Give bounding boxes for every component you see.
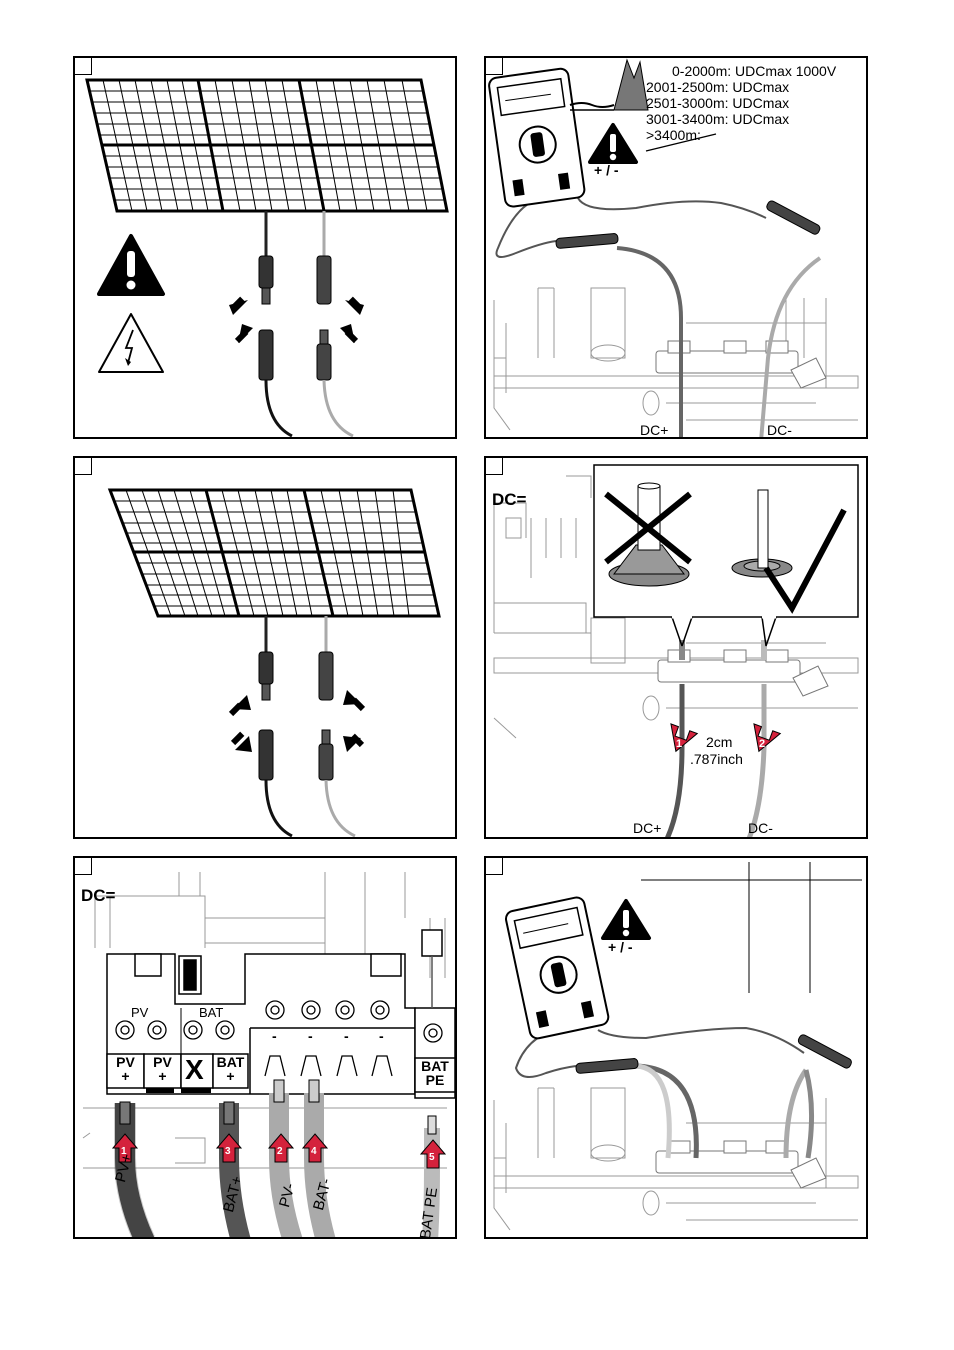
high-voltage-icon xyxy=(98,313,164,373)
mc4-connector-upper-right xyxy=(316,255,332,305)
multimeter-icon xyxy=(488,67,586,208)
dc-minus-label: DC- xyxy=(748,820,773,836)
group-label-pv: PV xyxy=(131,1005,149,1020)
dc-minus-label: DC- xyxy=(767,422,792,438)
pull-apart-arrows xyxy=(229,296,364,344)
empty-value-table xyxy=(641,862,862,993)
detail-inset-box xyxy=(593,464,859,647)
mc4-connector-lower-right xyxy=(316,329,332,381)
polarity-label: + / - xyxy=(594,162,619,178)
step-2-badge: 2 xyxy=(759,738,766,750)
panel-2-illustration xyxy=(488,58,859,437)
warning-triangle-icon xyxy=(588,123,638,164)
multimeter-icon xyxy=(504,896,610,1040)
altitude-row-3: 2501-3000m: UDCmax xyxy=(646,95,790,111)
terminal-pv-plus-2: PV+ xyxy=(153,1054,172,1084)
panel-3-illustration xyxy=(107,488,441,837)
arrow-step-5: 5 xyxy=(429,1152,435,1163)
dc-plus-label: DC+ xyxy=(633,820,662,836)
arrow-step-3: 3 xyxy=(225,1146,231,1157)
arrow-step-1: 1 xyxy=(121,1146,127,1157)
terminal-bat-plus: BAT+ xyxy=(216,1054,245,1084)
inverter-housing-outline xyxy=(493,1087,859,1231)
panel-4-strip-insulation: DC= 1 2 2cm .787inch DC+ DC- xyxy=(484,456,868,839)
polarity-label: + / - xyxy=(608,939,633,955)
minus-mark-3: - xyxy=(344,1028,349,1044)
mc4-connector-upper-left xyxy=(258,255,274,305)
step-1-badge: 1 xyxy=(676,738,683,750)
arrow-step-4: 4 xyxy=(311,1146,317,1157)
panel-6-remeasure: + / - xyxy=(484,856,868,1239)
step-number-box xyxy=(75,858,92,875)
panel-3-reconnect-pv xyxy=(73,456,457,839)
insert-arrows xyxy=(111,1133,447,1169)
terminal-block xyxy=(655,340,827,389)
altitude-row-2: 2001-2500m: UDCmax xyxy=(646,79,790,95)
dc-equals-label: DC= xyxy=(492,490,527,509)
step-number-box xyxy=(486,58,503,75)
strip-arrow-2 xyxy=(753,723,782,753)
panel-1-disconnect-pv xyxy=(73,56,457,439)
dc-plus-label: DC+ xyxy=(640,422,669,438)
terminal-block xyxy=(655,1140,827,1189)
terminal-label-boxes xyxy=(106,1053,455,1093)
step-number-box xyxy=(486,858,503,875)
panel-1-illustration xyxy=(85,78,449,437)
minus-mark-4: - xyxy=(379,1028,384,1044)
strip-arrow-1 xyxy=(670,723,699,753)
inverter-housing-outline xyxy=(493,475,859,739)
step-number-box xyxy=(75,458,92,475)
terminal-pv-plus-1: PV+ xyxy=(116,1054,135,1084)
group-label-bat: BAT xyxy=(199,1005,224,1020)
strip-length-imperial: .787inch xyxy=(690,751,743,767)
solar-panel-array xyxy=(107,488,441,618)
dc-equals-label: DC= xyxy=(81,886,116,905)
minus-mark-1: - xyxy=(272,1028,277,1044)
warning-triangle-icon xyxy=(97,234,165,296)
step-number-box xyxy=(75,58,92,75)
terminal-screws xyxy=(115,1000,443,1043)
strip-length-metric: 2cm xyxy=(706,734,733,750)
minus-mark-2: - xyxy=(308,1028,313,1044)
mc4-connector-lower-left xyxy=(258,329,274,381)
panel-4-illustration xyxy=(493,464,859,837)
terminal-x-unused: X xyxy=(185,1054,204,1085)
mountain-altitude-icon xyxy=(569,58,649,111)
step-number-box xyxy=(486,458,503,475)
altitude-row-4: 3001-3400m: UDCmax xyxy=(646,111,790,127)
altitude-row-1: 0-2000m: UDCmax 1000V xyxy=(672,63,837,79)
spring-clamps xyxy=(264,1055,393,1077)
inverter-housing-outline xyxy=(82,872,447,1169)
push-together-arrows xyxy=(228,690,366,752)
arrow-step-2: 2 xyxy=(277,1146,283,1157)
altitude-row-5: >3400m: xyxy=(646,127,701,143)
panel-5-illustration xyxy=(82,872,455,1237)
solar-panel-array xyxy=(85,78,449,213)
panel-2-measure-voltage: 0-2000m: UDCmax 1000V 2001-2500m: UDCmax… xyxy=(484,56,868,439)
warning-triangle-icon xyxy=(601,899,651,940)
panel-6-illustration xyxy=(493,862,862,1231)
